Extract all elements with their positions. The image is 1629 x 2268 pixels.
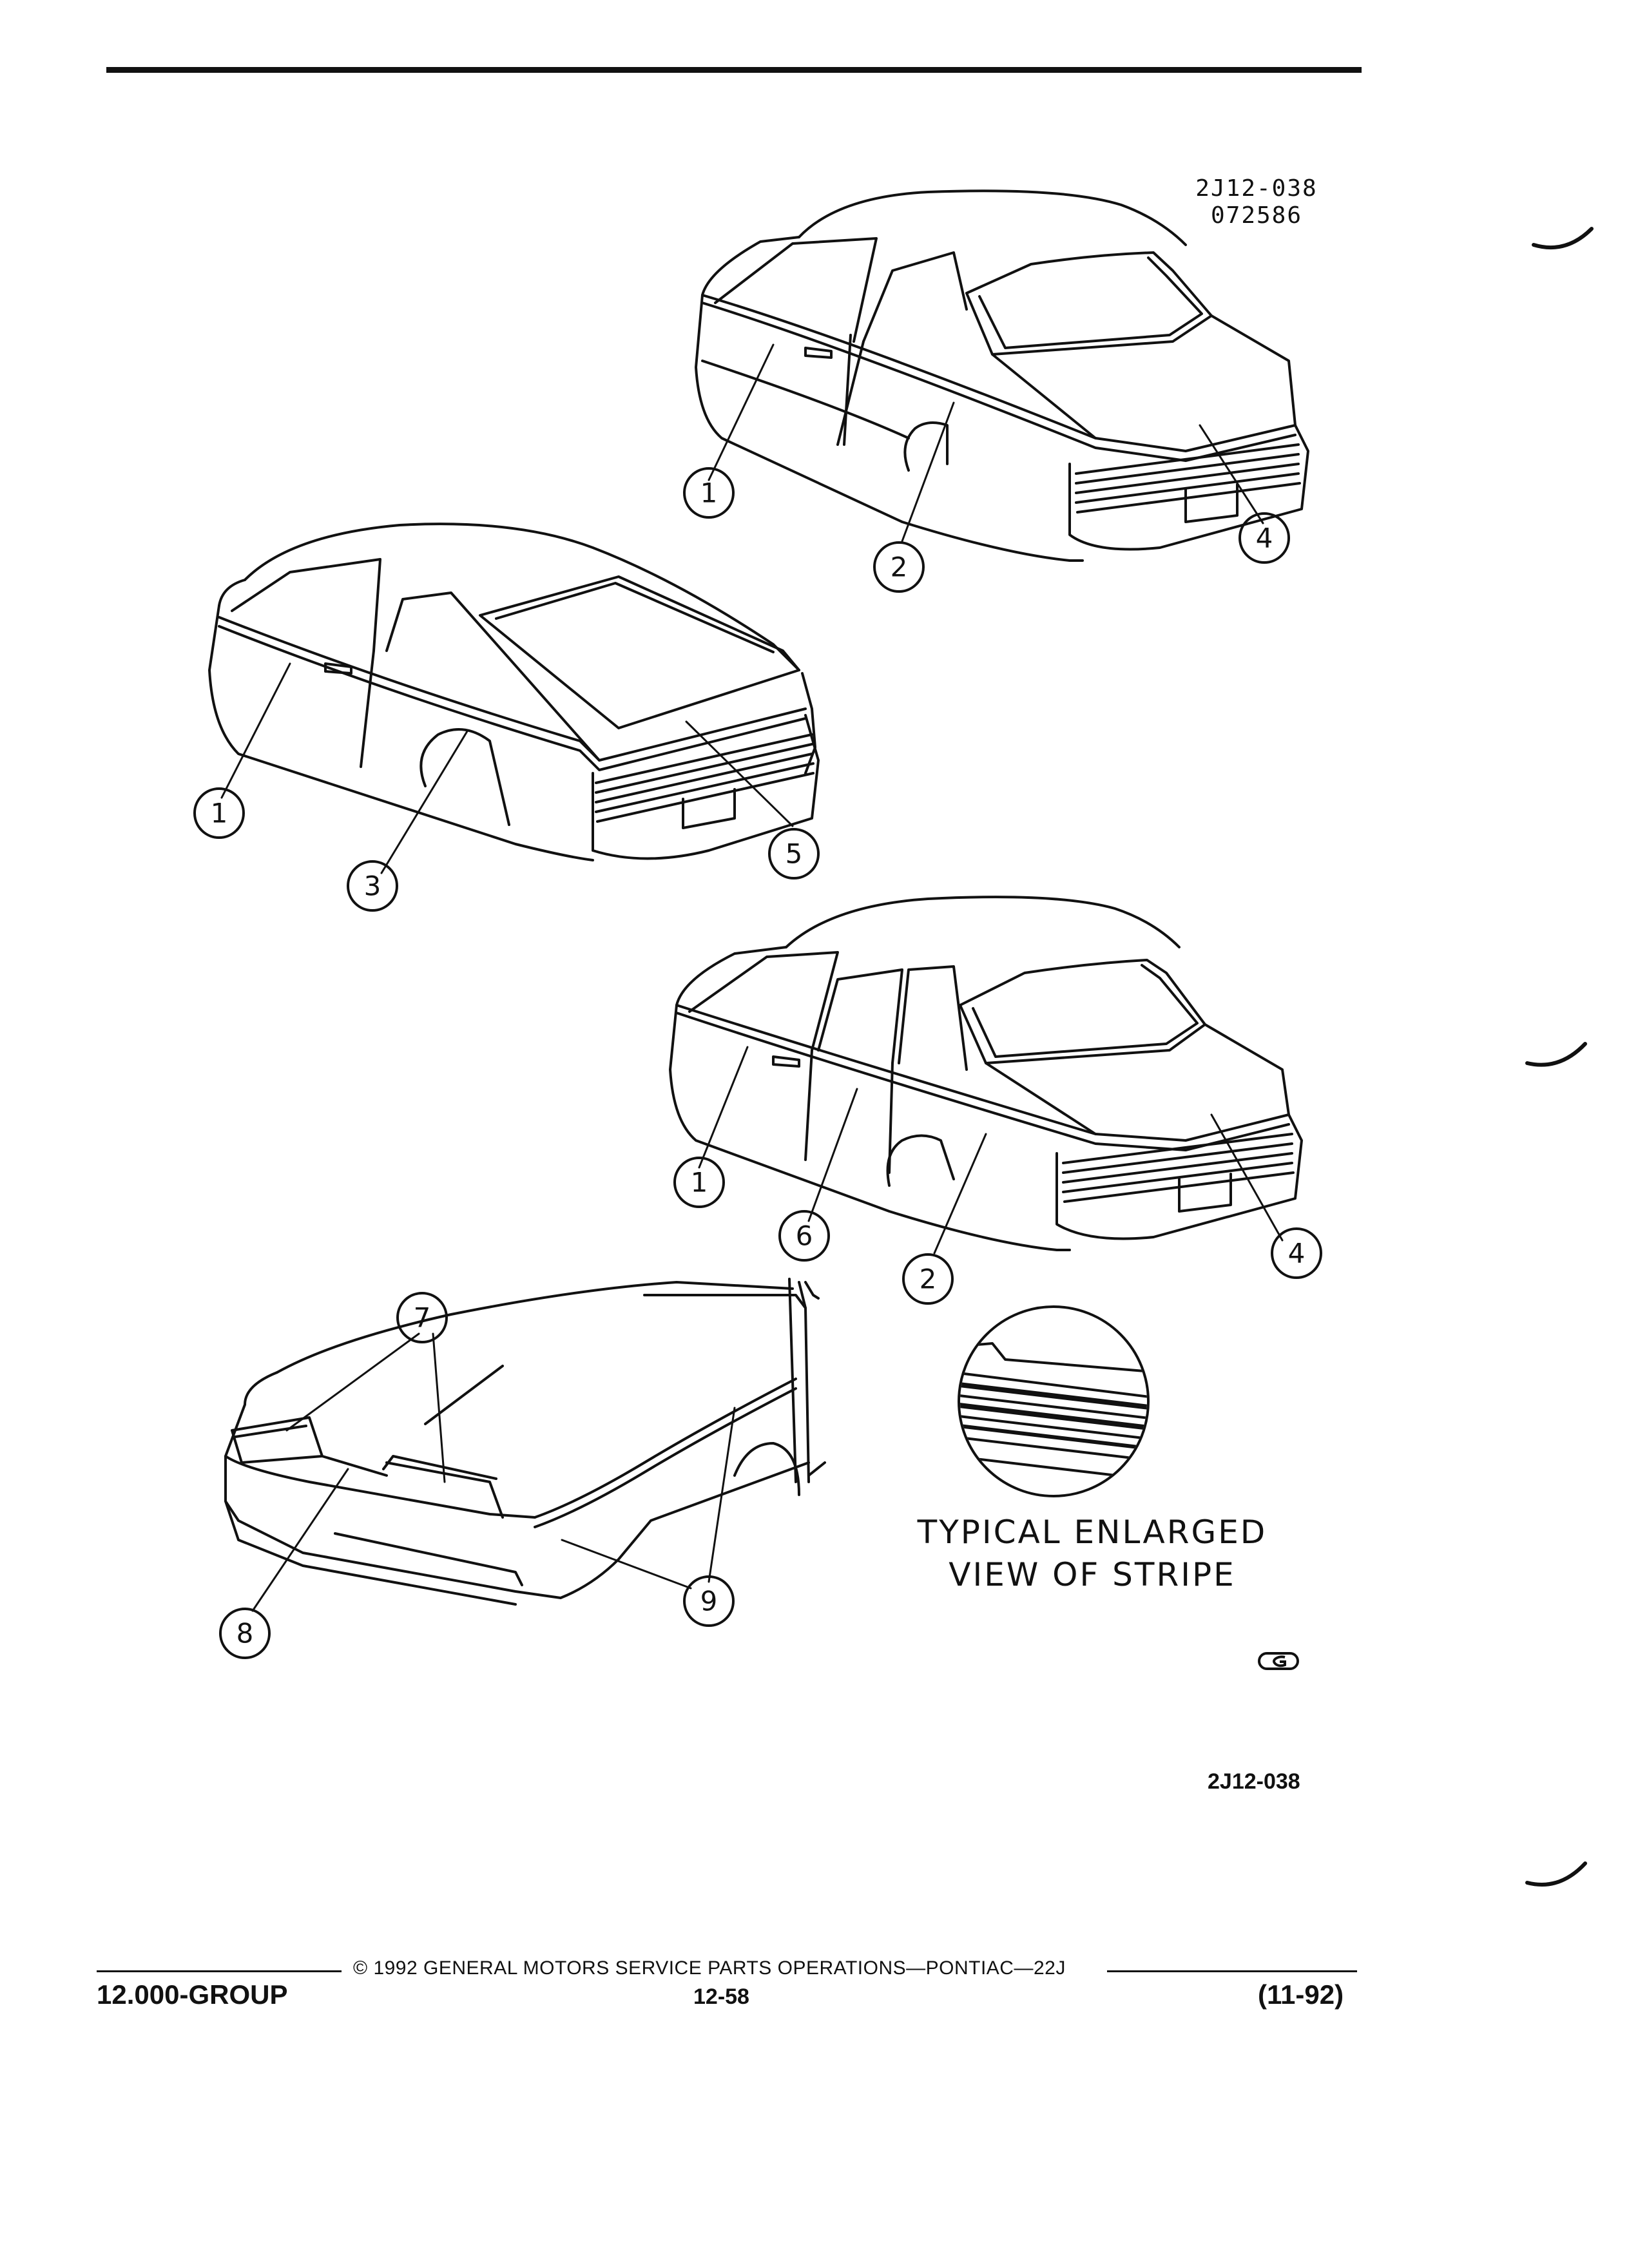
callout-number: 2 bbox=[920, 1264, 937, 1295]
callout-number: 6 bbox=[796, 1220, 813, 1252]
figure-code-block: 2J12-038 072586 bbox=[1186, 175, 1327, 229]
callout-number: 4 bbox=[1256, 523, 1273, 554]
front-end-drawing bbox=[224, 1278, 826, 1606]
top-rule bbox=[106, 67, 1362, 73]
callout-number: 8 bbox=[236, 1618, 254, 1649]
callout-number: 4 bbox=[1288, 1238, 1306, 1269]
callout-2-a: 2 bbox=[873, 541, 925, 593]
callout-2-b: 2 bbox=[902, 1253, 954, 1305]
footer-rule-left bbox=[97, 1970, 342, 1972]
callout-4-b: 4 bbox=[1271, 1227, 1322, 1279]
stripe-enlarged-view bbox=[958, 1305, 1150, 1497]
callout-4-a: 4 bbox=[1239, 512, 1290, 564]
figure-date-code: 072586 bbox=[1210, 202, 1303, 229]
callout-9: 9 bbox=[683, 1575, 735, 1627]
callout-8: 8 bbox=[219, 1608, 271, 1659]
callout-number: 1 bbox=[700, 477, 718, 509]
footer-group: 12.000-GROUP bbox=[97, 1979, 288, 2010]
callout-number: 1 bbox=[691, 1167, 708, 1198]
caption-line-2: VIEW OF STRIPE bbox=[949, 1556, 1236, 1593]
callout-6: 6 bbox=[778, 1210, 830, 1262]
callout-1-a: 1 bbox=[683, 467, 735, 519]
callout-3: 3 bbox=[347, 860, 398, 912]
callout-number: 1 bbox=[211, 798, 228, 829]
callout-number: 9 bbox=[700, 1586, 718, 1617]
footer-page-number: 12-58 bbox=[693, 1984, 749, 2009]
gm-g-logo-icon bbox=[1258, 1652, 1299, 1670]
footer-rule-right bbox=[1107, 1970, 1357, 1972]
callout-number: 2 bbox=[891, 552, 908, 583]
binder-marks bbox=[1525, 227, 1594, 1887]
callout-number: 3 bbox=[364, 870, 381, 902]
footer-date: (11-92) bbox=[1258, 1979, 1344, 2010]
callout-7: 7 bbox=[396, 1292, 448, 1343]
footer-copyright: © 1992 GENERAL MOTORS SERVICE PARTS OPER… bbox=[353, 1957, 1066, 1979]
caption-line-1: TYPICAL ENLARGED bbox=[917, 1514, 1268, 1551]
callout-1-c: 1 bbox=[673, 1157, 725, 1208]
coupe-car-drawing bbox=[695, 189, 1309, 562]
figure-code: 2J12-038 bbox=[1195, 175, 1318, 202]
stripe-caption: TYPICAL ENLARGED VIEW OF STRIPE bbox=[899, 1511, 1286, 1596]
callout-1-b: 1 bbox=[193, 787, 245, 839]
leader-lines bbox=[220, 343, 1284, 1612]
reference-code: 2J12-038 bbox=[1208, 1769, 1300, 1794]
sedan-car-drawing bbox=[669, 896, 1303, 1251]
callout-number: 5 bbox=[786, 838, 803, 870]
callout-number: 7 bbox=[414, 1302, 431, 1334]
callout-5: 5 bbox=[768, 828, 820, 879]
hatchback-car-drawing bbox=[208, 523, 820, 861]
